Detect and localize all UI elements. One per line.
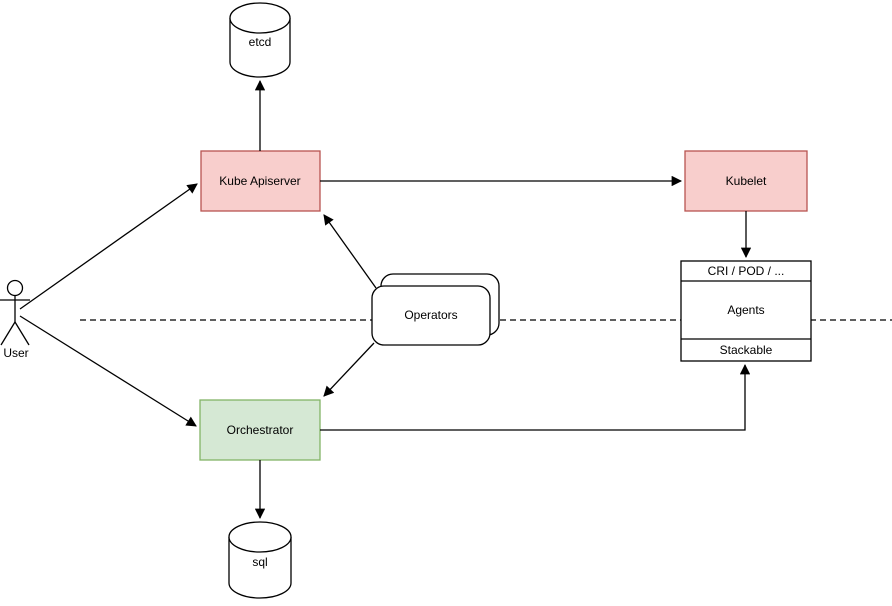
etcd-cylinder-body: [229, 18, 291, 78]
edge-operators-to-kube-apiserver: [323, 214, 377, 289]
operators-front-card: [371, 285, 491, 346]
kubelet-label: Kubelet: [726, 174, 767, 188]
user-actor-left-leg: [0, 321, 16, 346]
kube-apiserver-node: Kube Apiserver: [200, 150, 321, 212]
sql-label: sql: [252, 555, 267, 569]
orchestrator-node: Orchestrator: [199, 399, 321, 461]
orchestrator-box: [199, 399, 321, 461]
user-actor-head: [6, 279, 24, 297]
sql-cylinder-body: [228, 537, 292, 599]
edge-operators-to-orchestrator: [323, 342, 375, 397]
edge-orchestrator-to-stackable: [320, 363, 751, 431]
sql-cylinder-top: [228, 521, 292, 553]
sql-database-node: sql: [228, 521, 292, 599]
agents-header-label: CRI / POD / ...: [708, 264, 785, 278]
agents-footer-label: Stackable: [720, 343, 773, 357]
etcd-label: etcd: [249, 35, 272, 49]
user-actor-right-leg: [14, 321, 30, 346]
agents-node: CRI / POD / ... Agents Stackable: [680, 260, 812, 362]
kubelet-box: [684, 150, 808, 212]
user-label: User: [3, 346, 28, 360]
operators-node: Operators: [371, 273, 500, 346]
edge-user-to-kube-apiserver: [19, 183, 198, 310]
kube-apiserver-label: Kube Apiserver: [219, 174, 300, 188]
agents-box: [680, 260, 812, 362]
etcd-cylinder-top: [229, 2, 291, 34]
operators-label: Operators: [404, 308, 457, 322]
user-actor-node: User: [0, 279, 30, 360]
orchestrator-label: Orchestrator: [227, 423, 294, 437]
edge-user-to-orchestrator: [19, 315, 197, 427]
etcd-database-node: etcd: [229, 2, 291, 78]
kube-apiserver-box: [200, 150, 321, 212]
agents-body-label: Agents: [727, 303, 764, 317]
kubelet-node: Kubelet: [684, 150, 808, 212]
